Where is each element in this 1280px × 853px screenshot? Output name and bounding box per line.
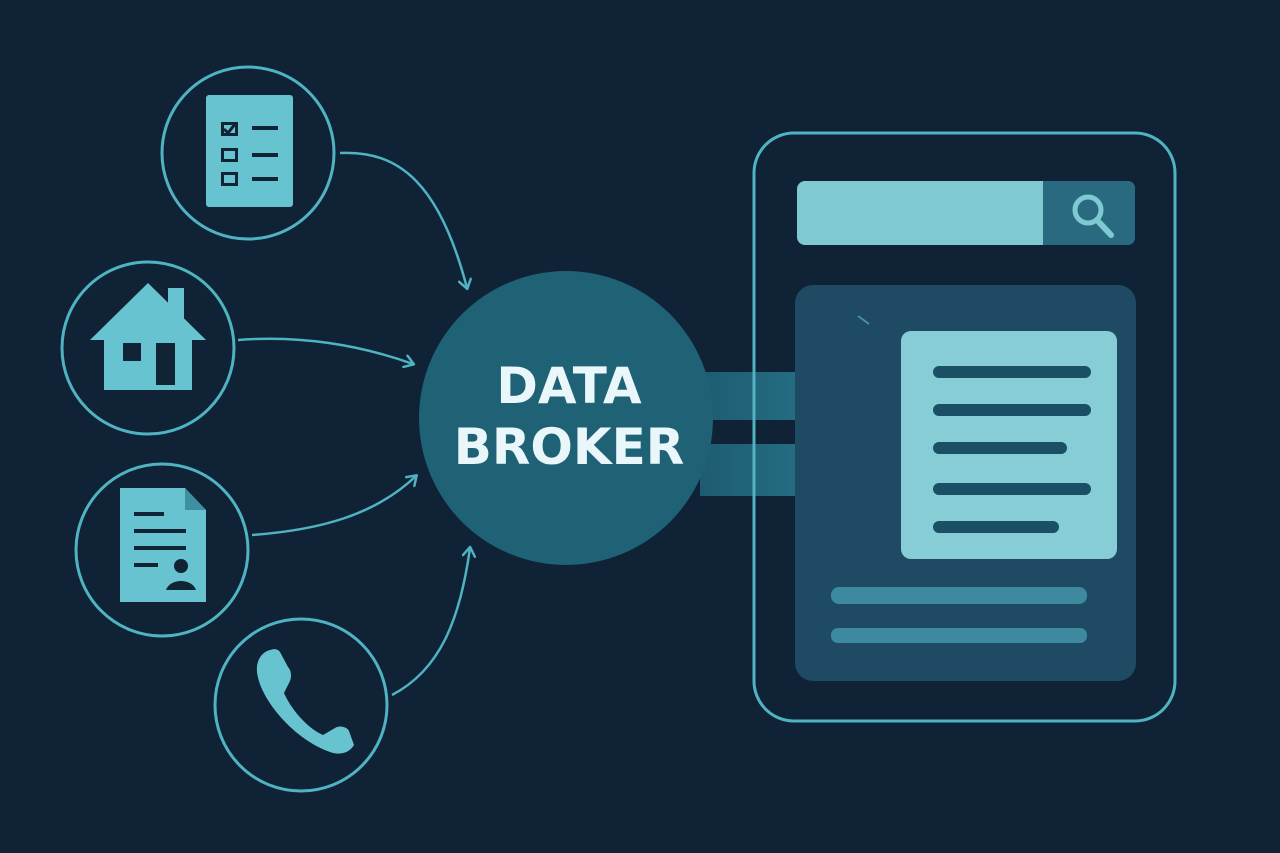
source-ring xyxy=(213,617,389,793)
device-frame xyxy=(752,131,1177,723)
arrow-checklist-to-broker xyxy=(339,151,467,288)
source-node-phone xyxy=(213,617,389,793)
profile-line xyxy=(933,366,1091,378)
result-line xyxy=(831,628,1087,643)
search-button[interactable] xyxy=(1043,181,1135,245)
broker-label-line1: DATA xyxy=(496,357,642,415)
house-icon xyxy=(90,283,206,390)
checklist-icon xyxy=(206,95,293,207)
source-node-document xyxy=(74,462,250,638)
profile-line xyxy=(933,442,1067,454)
source-node-house xyxy=(60,260,236,436)
profile-line xyxy=(933,483,1091,495)
profile-card[interactable] xyxy=(901,331,1117,559)
source-ring xyxy=(60,260,236,436)
data-broker-node: DATA BROKER xyxy=(419,271,713,565)
arrow-house-to-broker xyxy=(237,337,413,364)
search-bar[interactable] xyxy=(797,181,1135,245)
phone-icon xyxy=(256,649,354,754)
document-icon xyxy=(120,488,206,602)
result-line xyxy=(831,587,1087,604)
source-node-checklist xyxy=(160,65,336,241)
arrow-phone-to-broker xyxy=(391,548,470,697)
profile-line xyxy=(933,404,1091,416)
source-ring xyxy=(74,462,250,638)
search-icon xyxy=(1072,194,1114,238)
arrow-document-to-broker xyxy=(251,476,416,537)
broker-label-line2: BROKER xyxy=(454,418,685,476)
broker-circle xyxy=(419,271,713,565)
panel-sparkle xyxy=(857,315,870,325)
source-ring xyxy=(160,65,336,241)
profile-line xyxy=(933,521,1059,533)
people-search-device xyxy=(752,131,1177,723)
inbound-arrows xyxy=(237,151,470,697)
